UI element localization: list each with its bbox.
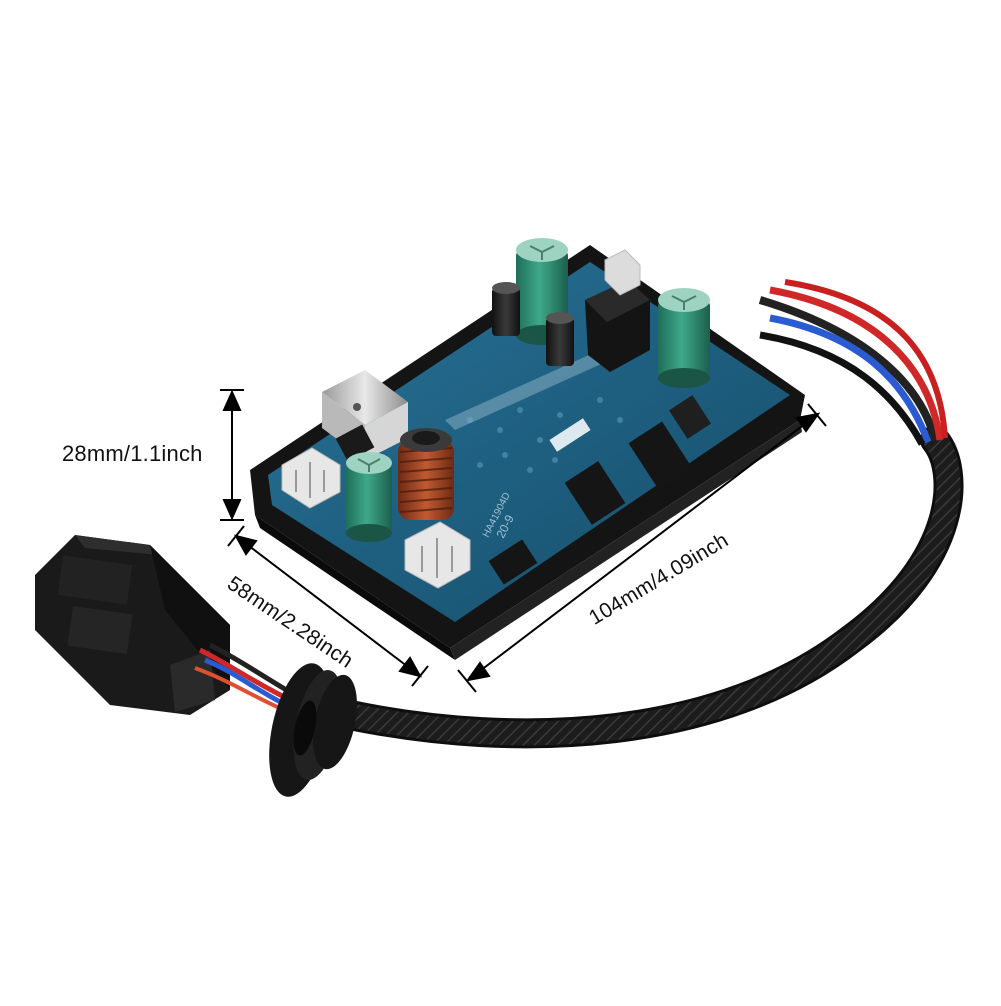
height-dimension-label: 28mm/1.1inch — [62, 441, 203, 466]
capacitor-large-left — [346, 452, 392, 542]
length-dimension-arrow — [457, 403, 827, 693]
width-dimension-arrow — [227, 525, 429, 687]
capacitor-small-2 — [546, 312, 574, 366]
white-connector-bottom — [404, 521, 471, 589]
white-connector-left — [281, 447, 341, 509]
rubber-grommet — [269, 663, 357, 797]
capacitor-small-1 — [492, 282, 520, 336]
ferrite-coil — [398, 428, 454, 520]
black-plug-connector — [35, 535, 230, 715]
height-dimension-arrow — [220, 389, 244, 521]
braided-cable — [335, 425, 964, 749]
capacitor-large-right — [658, 288, 710, 388]
relay — [585, 280, 650, 372]
heatsink — [322, 370, 408, 462]
white-connector-top — [604, 249, 641, 296]
wire-bundle-right — [758, 279, 948, 446]
